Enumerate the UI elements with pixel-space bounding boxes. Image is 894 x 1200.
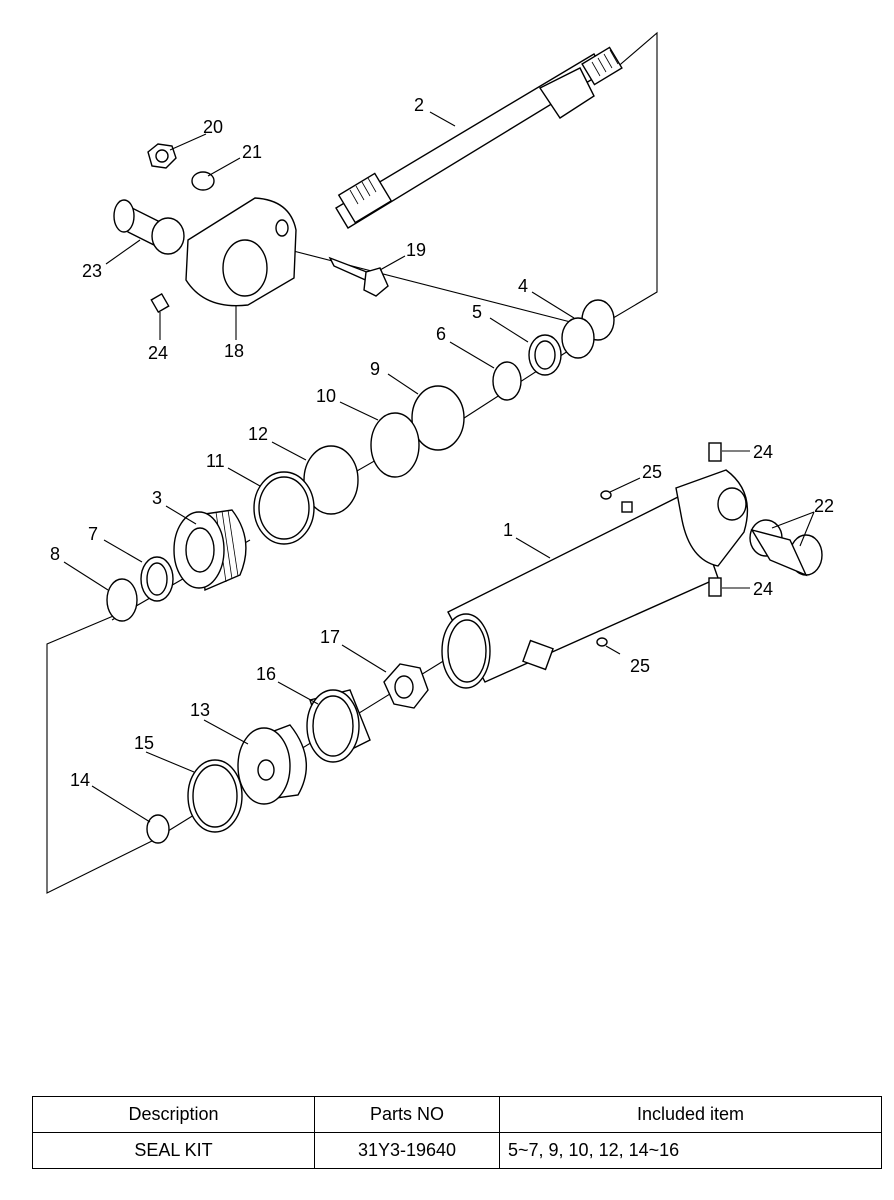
table-header-row: Description Parts NO Included item xyxy=(32,1096,882,1133)
cell-parts-no: 31Y3-19640 xyxy=(314,1132,500,1169)
part-18-rod-eye xyxy=(185,197,297,307)
callout-24-bottom: 24 xyxy=(753,579,773,599)
callout-9: 9 xyxy=(370,359,380,379)
callout-20: 20 xyxy=(203,117,223,137)
part-24-grease-nipple-top xyxy=(708,442,722,462)
part-25-oring-lower xyxy=(596,637,608,647)
callout-6: 6 xyxy=(436,324,446,344)
part-11-ring xyxy=(253,471,315,545)
callout-4: 4 xyxy=(518,276,528,296)
callout-5: 5 xyxy=(472,302,482,322)
part-25-oring-upper xyxy=(600,490,612,500)
callout-13: 13 xyxy=(190,700,210,720)
callout-11: 11 xyxy=(206,451,225,471)
part-20-nut xyxy=(147,143,177,169)
callout-14: 14 xyxy=(70,770,90,790)
callout-15: 15 xyxy=(134,733,154,753)
part-2-piston-rod xyxy=(335,46,623,229)
callout-17: 17 xyxy=(320,627,340,647)
part-8-snap-ring xyxy=(106,578,138,622)
header-description: Description xyxy=(32,1096,315,1133)
callout-1: 1 xyxy=(503,520,513,540)
cell-included-item: 5~7, 9, 10, 12, 14~16 xyxy=(499,1132,882,1169)
part-7-seal xyxy=(140,556,174,602)
header-parts-no: Parts NO xyxy=(314,1096,500,1133)
part-4-bushing xyxy=(561,299,615,359)
callout-18: 18 xyxy=(224,341,244,361)
callout-24-top: 24 xyxy=(753,442,773,462)
part-6-ring xyxy=(492,361,522,401)
part-22-bushings xyxy=(749,519,823,577)
part-21-washer xyxy=(191,171,215,191)
callout-21: 21 xyxy=(242,142,262,162)
part-19-bolt xyxy=(328,256,389,297)
part-10-ring xyxy=(370,412,420,478)
part-9-ring xyxy=(411,385,465,451)
part-24-grease-nipple-left xyxy=(150,292,170,314)
callout-19: 19 xyxy=(406,240,426,260)
callout-16: 16 xyxy=(256,664,276,684)
callout-2: 2 xyxy=(414,95,424,115)
callout-24-left: 24 xyxy=(148,343,168,363)
part-24-grease-nipple-bottom xyxy=(708,577,722,597)
part-16-wear-ring xyxy=(306,689,371,763)
part-15-seal xyxy=(187,759,243,833)
cell-description: SEAL KIT xyxy=(32,1132,315,1169)
callout-25-upper: 25 xyxy=(642,462,662,482)
callout-10: 10 xyxy=(316,386,336,406)
callout-25-lower: 25 xyxy=(630,656,650,676)
part-13-piston xyxy=(237,724,307,805)
callout-8: 8 xyxy=(50,544,60,564)
seal-kit-table: Description Parts NO Included item SEAL … xyxy=(32,1096,882,1169)
part-3-gland xyxy=(173,509,247,592)
header-included-item: Included item xyxy=(499,1096,882,1133)
callout-3: 3 xyxy=(152,488,162,508)
part-12-ring xyxy=(303,445,359,515)
part-14-oring xyxy=(146,814,170,844)
callout-7: 7 xyxy=(88,524,98,544)
callout-12: 12 xyxy=(248,424,268,444)
part-1-cylinder-tube xyxy=(441,469,749,689)
leader-lines xyxy=(63,111,815,823)
callout-labels: 1 2 3 4 5 6 7 8 9 10 11 12 13 14 15 16 1… xyxy=(50,95,834,790)
callout-22: 22 xyxy=(814,496,834,516)
table-row: SEAL KIT 31Y3-19640 5~7, 9, 10, 12, 14~1… xyxy=(32,1132,882,1169)
part-17-nut xyxy=(383,663,429,709)
part-23-bushing xyxy=(113,199,185,255)
callout-23: 23 xyxy=(82,261,102,281)
part-5-seal xyxy=(528,334,562,376)
